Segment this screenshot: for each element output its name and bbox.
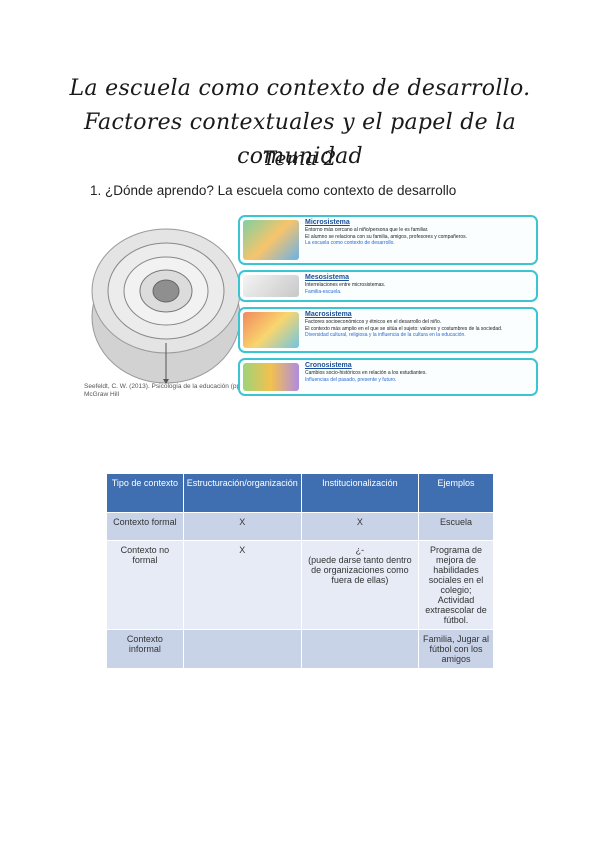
- card-line: El alumno se relaciona con su familia, a…: [305, 233, 468, 240]
- table-cell: [301, 629, 419, 668]
- table-cell: Programa de mejora de habilidades social…: [418, 540, 495, 630]
- timeline-illustration: [243, 363, 299, 391]
- table-cell: [183, 629, 302, 668]
- ecological-model-figure: Seefeldt, C. W. (2013). Psicología de la…: [84, 205, 540, 412]
- column-header: Institucionalización: [301, 474, 419, 513]
- topic-subtitle: Tema 2: [262, 146, 337, 170]
- table-row: Contexto no formal X ¿- (puede darse tan…: [107, 540, 495, 630]
- family-school-illustration: [243, 275, 299, 297]
- card-title: Macrosistema: [305, 311, 352, 318]
- figure-caption: Seefeldt, C. W. (2013). Psicología de la…: [84, 383, 301, 398]
- card-line: Interrelaciones entre microsistemas.: [305, 282, 386, 288]
- card-title: Microsistema: [305, 219, 350, 226]
- diverse-children-illustration: [243, 312, 299, 348]
- table-cell: Familia, Jugar al fútbol con los amigos: [418, 629, 495, 668]
- section-heading: 1. ¿Dónde aprendo? La escuela como conte…: [90, 183, 457, 198]
- microsistema-card: Microsistema Entorno más cercano al niño…: [238, 215, 538, 265]
- cronosistema-card: Cronosistema Cambios socio-históricos en…: [238, 358, 538, 396]
- card-line: Familia-escuela.: [305, 288, 342, 295]
- card-line: Cambios socio-históricos en relación a l…: [305, 370, 427, 376]
- ecological-circle-diagram: [91, 228, 241, 384]
- page-title: La escuela como contexto de desarrollo. …: [69, 76, 531, 169]
- mesosistema-card: Mesosistema Interrelaciones entre micros…: [238, 270, 538, 302]
- table-cell: X: [183, 540, 302, 630]
- context-types-table: Tipo de contexto Estructuración/organiza…: [107, 474, 495, 668]
- ecological-levels-cards: Microsistema Entorno más cercano al niño…: [238, 215, 538, 401]
- column-header: Ejemplos: [418, 474, 495, 513]
- table-header-row: Tipo de contexto Estructuración/organiza…: [107, 474, 495, 513]
- card-line: Influencias del pasado, presente y futur…: [305, 376, 397, 383]
- table-cell: X: [301, 512, 419, 541]
- table-row: Contexto informal Familia, Jugar al fútb…: [107, 629, 495, 668]
- card-line: Factores socioeconómicos y étnicos en el…: [305, 319, 442, 325]
- card-line: Entorno más cercano al niño/persona que …: [305, 227, 429, 233]
- card-line: Diversidad cultural, religiosa y la infl…: [305, 332, 466, 338]
- card-title: Cronosistema: [305, 362, 352, 369]
- table-cell: X: [183, 512, 302, 541]
- classroom-illustration: [243, 220, 299, 260]
- table-cell: Escuela: [418, 512, 495, 541]
- table-row: Contexto formal X X Escuela: [107, 512, 495, 541]
- table-cell: ¿- (puede darse tanto dentro de organiza…: [301, 540, 419, 630]
- macrosistema-card: Macrosistema Factores socioeconómicos y …: [238, 307, 538, 353]
- card-line: El contexto más amplio en el que se sitú…: [305, 325, 503, 332]
- table-cell: Contexto no formal: [107, 540, 184, 630]
- card-title: Mesosistema: [305, 274, 349, 281]
- column-header: Tipo de contexto: [107, 474, 184, 513]
- table-cell: Contexto informal: [107, 629, 184, 668]
- card-line: La escuela como contexto de desarrollo.: [305, 240, 395, 246]
- table-cell: Contexto formal: [107, 512, 184, 541]
- column-header: Estructuración/organización: [183, 474, 302, 513]
